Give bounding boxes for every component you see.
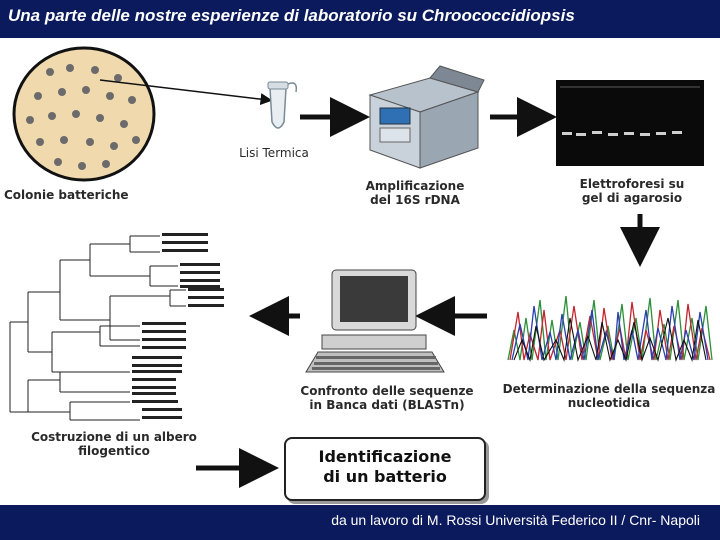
footer-bar bbox=[0, 505, 720, 540]
label-tree-line2: filogentico bbox=[78, 444, 150, 458]
result-line2: di un batterio bbox=[323, 467, 447, 486]
label-sequencing-line2: nucleotidica bbox=[567, 396, 651, 410]
label-pcr-line2: del 16S rDNA bbox=[370, 193, 460, 207]
tree-leaf-labels bbox=[132, 233, 224, 419]
label-lysis: Lisi Termica bbox=[239, 146, 309, 160]
page-title: Una parte delle nostre esperienze di lab… bbox=[8, 6, 575, 25]
gel-image-icon bbox=[556, 80, 704, 166]
footer-credit: da un lavoro di M. Rossi Università Fede… bbox=[331, 512, 700, 528]
pick-colony-line bbox=[99, 79, 273, 106]
label-pcr-line1: Amplificazione bbox=[365, 179, 465, 193]
chromatogram-icon bbox=[505, 285, 715, 365]
tube-icon bbox=[267, 81, 298, 129]
computer-icon bbox=[305, 269, 445, 373]
label-gel-line2: gel di agarosio bbox=[581, 191, 683, 205]
result-box: Identificazione di un batterio bbox=[284, 437, 486, 501]
header-bar bbox=[0, 0, 720, 38]
label-blast-line1: Confronto delle sequenze bbox=[300, 384, 474, 398]
result-text: Identificazione di un batterio bbox=[286, 447, 484, 487]
thermocycler-icon bbox=[368, 65, 485, 169]
result-line1: Identificazione bbox=[318, 447, 452, 466]
label-tree-line1: Costruzione di un albero bbox=[31, 430, 197, 444]
workflow-diagram bbox=[9, 46, 715, 488]
tree-icon bbox=[9, 235, 186, 421]
label-colonies: Colonie batteriche bbox=[4, 188, 129, 202]
label-blast-line2: in Banca dati (BLASTn) bbox=[309, 398, 465, 412]
label-gel-line1: Elettroforesi su bbox=[579, 177, 685, 191]
label-sequencing-line1: Determinazione della sequenza bbox=[502, 382, 716, 396]
petri-dish-icon bbox=[12, 46, 156, 182]
